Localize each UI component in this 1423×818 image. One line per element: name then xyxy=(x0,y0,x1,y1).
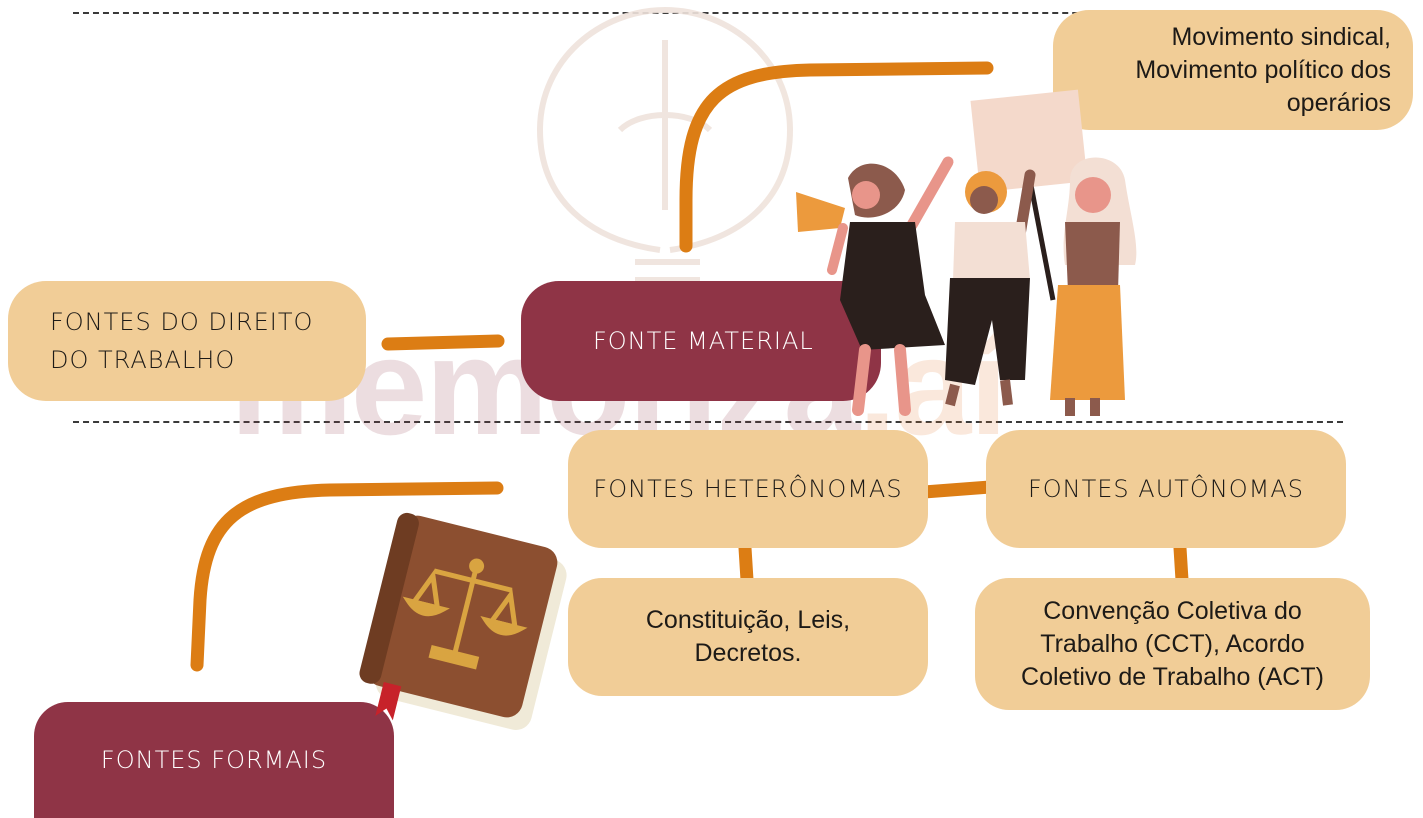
connector-heteronomas-example xyxy=(738,541,754,587)
connector-heteronomas-autonomas xyxy=(917,480,997,499)
fontes-autonomas-node: FONTES AUTÔNOMAS xyxy=(986,430,1346,548)
fontes-formais-node: FONTES FORMAIS xyxy=(34,702,394,818)
connector-root-material xyxy=(381,334,505,351)
middle-divider xyxy=(73,421,1343,423)
top-divider xyxy=(73,12,1348,14)
connector-formais-heteronomas xyxy=(190,481,504,672)
root-node: FONTES DO DIREITO DO TRABALHO xyxy=(8,281,366,401)
material-example-node: Movimento sindical, Movimento político d… xyxy=(1053,10,1413,130)
connector-material-example xyxy=(679,61,994,253)
fontes-heteronomas-node: FONTES HETERÔNOMAS xyxy=(568,430,928,548)
autonomas-example-node: Convenção Coletiva do Trabalho (CCT), Ac… xyxy=(975,578,1370,710)
connector-autonomas-example xyxy=(1173,541,1189,587)
fonte-material-node: FONTE MATERIAL xyxy=(521,281,881,401)
heteronomas-example-node: Constituição, Leis, Decretos. xyxy=(568,578,928,696)
